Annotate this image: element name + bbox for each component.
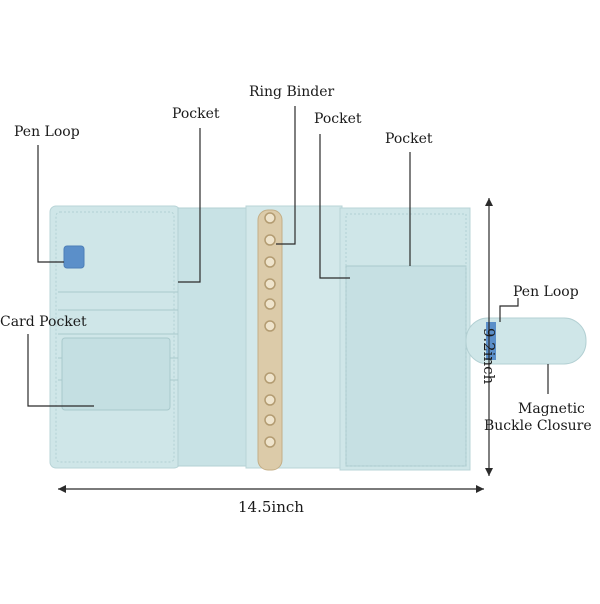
- label-card-pocket: Card Pocket: [0, 314, 87, 330]
- label-pocket-left: Pocket: [172, 106, 220, 122]
- label-ring-binder: Ring Binder: [249, 84, 335, 100]
- left-stitching: [55, 211, 175, 463]
- pen-loop-right-shape: [486, 322, 496, 360]
- card-pocket-front: [61, 337, 171, 411]
- callout-pocket-middle: [319, 134, 350, 279]
- ring-9: [264, 414, 276, 426]
- callout-ring-binder: [276, 106, 296, 245]
- ring-10: [264, 436, 276, 448]
- ring-7: [264, 372, 276, 384]
- ring-3: [264, 256, 276, 268]
- ring-8: [264, 394, 276, 406]
- label-pen-loop-left: Pen Loop: [14, 124, 80, 140]
- ring-5: [264, 298, 276, 310]
- left-cover-panel: [49, 205, 181, 469]
- pen-loop-left-shape: [63, 245, 85, 269]
- label-magnetic-line1: Magnetic: [518, 401, 585, 417]
- ring-binder-bar: [257, 209, 283, 471]
- width-dimension-label: 14.5inch: [238, 498, 304, 516]
- callout-pocket-left: [178, 128, 201, 283]
- width-arrow-left: [58, 485, 66, 493]
- right-pocket: [345, 265, 467, 467]
- label-magnetic-line2: Buckle Closure: [484, 418, 592, 434]
- ring-1: [264, 212, 276, 224]
- label-pocket-middle: Pocket: [314, 111, 362, 127]
- label-pocket-right: Pocket: [385, 131, 433, 147]
- left-pocket-panel: [177, 207, 249, 467]
- callout-pen-loop-left: [37, 145, 64, 263]
- width-arrow-right: [476, 485, 484, 493]
- callout-lines: [27, 106, 549, 407]
- height-arrow-top: [485, 198, 493, 206]
- callout-pen-loop-right: [499, 298, 519, 322]
- ring-holes: [264, 212, 276, 448]
- label-pen-loop-right: Pen Loop: [513, 284, 579, 300]
- ring-2: [264, 234, 276, 246]
- dimension-arrows: [58, 198, 493, 493]
- ring-6: [264, 320, 276, 332]
- callout-card-pocket: [27, 334, 94, 407]
- ring-4: [264, 278, 276, 290]
- height-dimension-label: 9.2inch: [480, 327, 499, 385]
- height-arrow-bottom: [485, 468, 493, 476]
